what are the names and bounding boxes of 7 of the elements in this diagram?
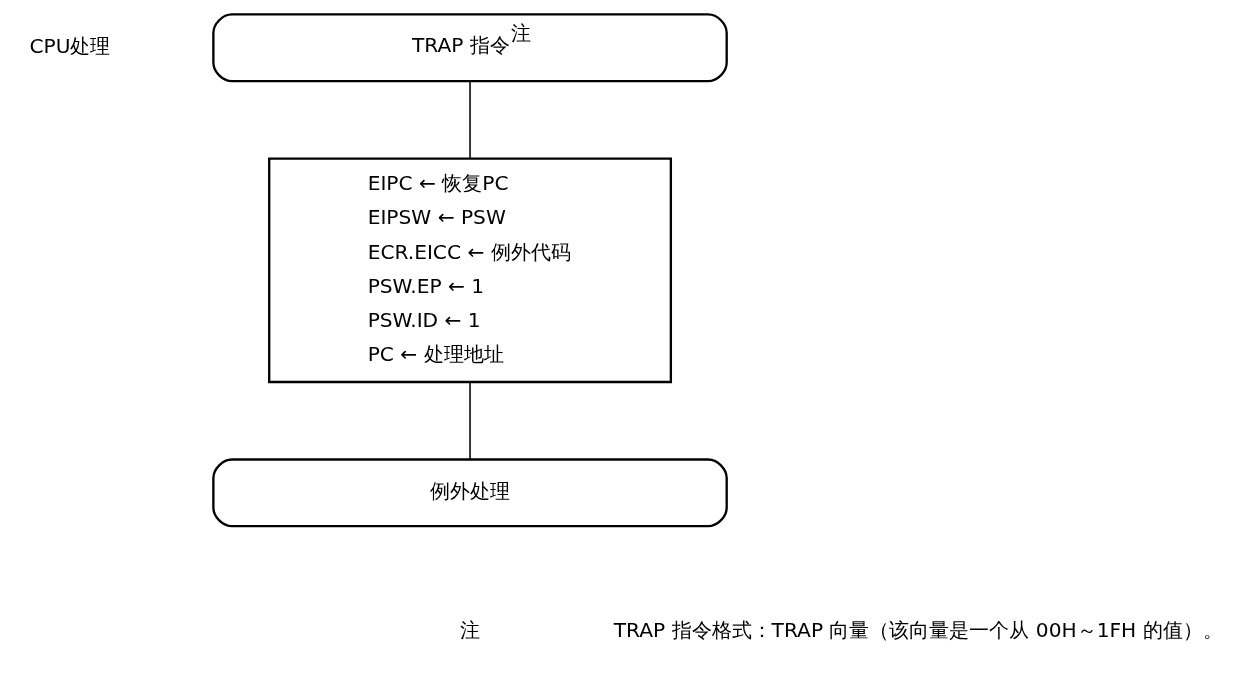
connector [468,80,471,160]
label: CPU处理 [28,34,110,59]
label: 注 [459,617,480,642]
connector [468,381,471,460]
node-box: 例外处理 [211,458,728,528]
label: TRAP 指令格式：TRAP 向量（该向量是一个从 00H～1FH 的值）。 [613,617,1223,642]
node-box: EIPC ← 恢复PC EIPSW ← PSW ECR.EICC ← 例外代码 PSW.EP ← 1 PSW.ID ← 1 PC ← 处理地址 [267,157,672,384]
